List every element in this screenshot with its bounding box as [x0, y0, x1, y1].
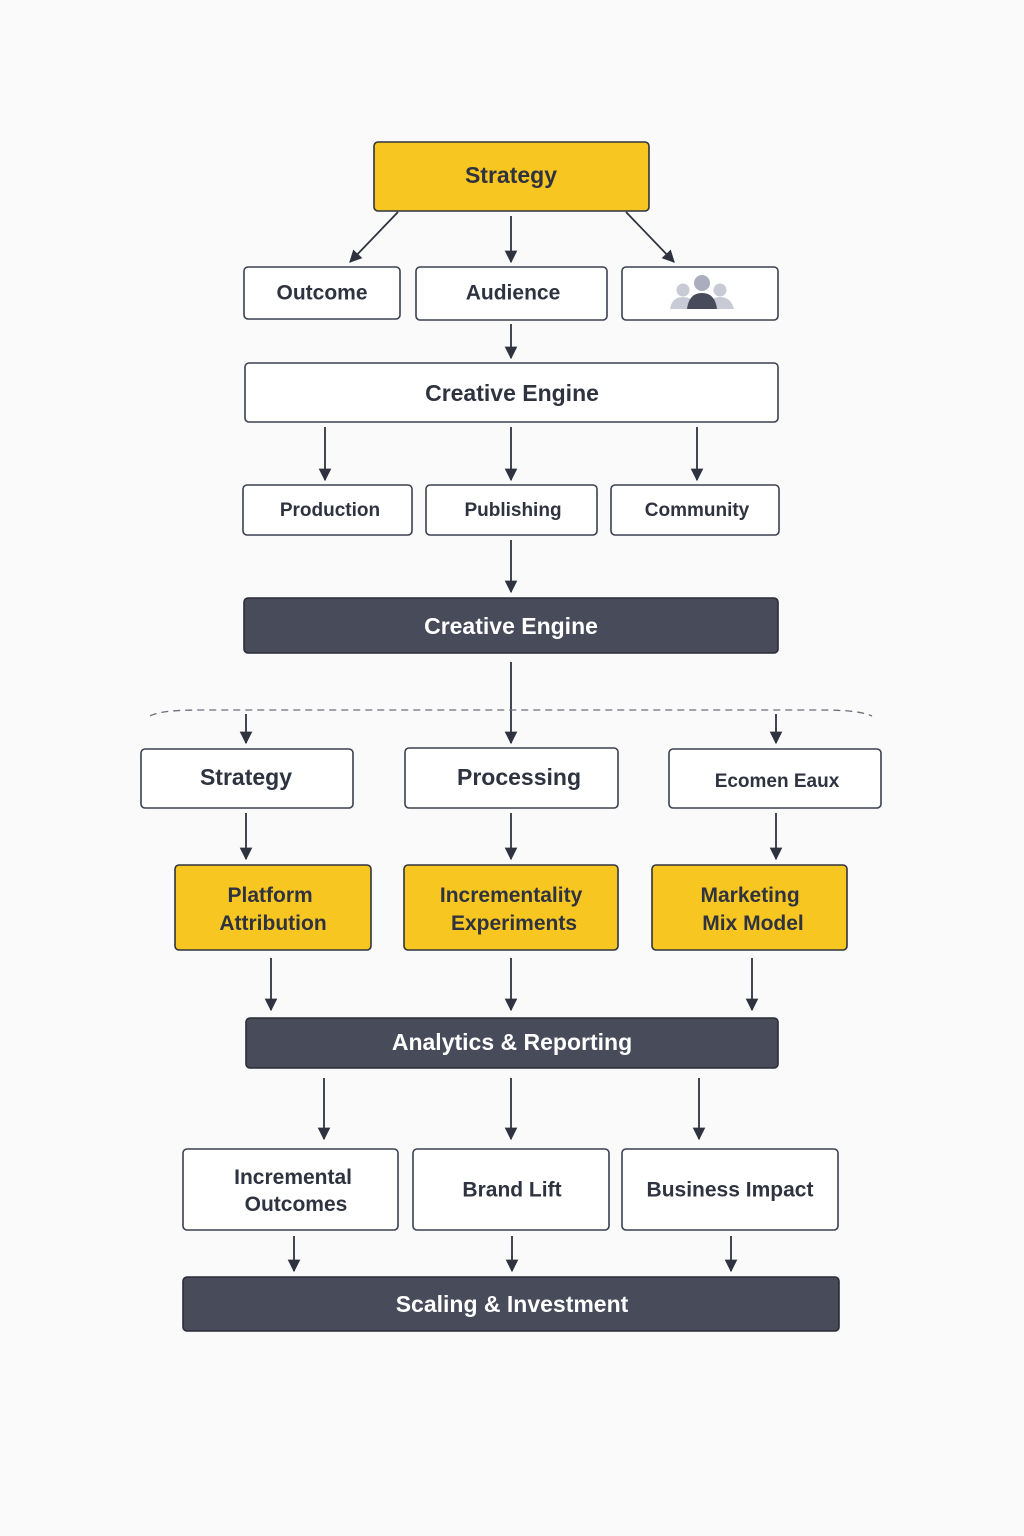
- node-platform-attribution-line2: Attribution: [219, 912, 326, 935]
- node-business-impact-label: Business Impact: [647, 1179, 814, 1202]
- node-publishing-label: Publishing: [464, 500, 561, 521]
- node-brand-lift[interactable]: Brand Lift: [412, 1148, 610, 1231]
- connectors: [149, 211, 873, 1273]
- node-creative-engine-dark-label: Creative Engine: [424, 613, 598, 639]
- node-analytics-reporting-label: Analytics & Reporting: [392, 1029, 632, 1055]
- node-strategy-lower[interactable]: Strategy: [140, 748, 354, 809]
- node-ecomen-label: Ecomen Eaux: [715, 771, 840, 792]
- node-strategy-top[interactable]: Strategy: [373, 141, 650, 212]
- node-outcome-label: Outcome: [276, 282, 367, 305]
- node-scaling-investment[interactable]: Scaling & Investment: [182, 1276, 840, 1332]
- node-people[interactable]: [621, 266, 779, 321]
- node-processing[interactable]: Processing: [404, 747, 619, 809]
- node-incrementality-experiments-label: Incrementality Experiments: [440, 884, 588, 935]
- node-audience-label: Audience: [466, 282, 561, 305]
- node-community-label: Community: [645, 500, 750, 521]
- node-community[interactable]: Community: [610, 484, 780, 536]
- node-incrementality-experiments[interactable]: Incrementality Experiments: [403, 864, 619, 951]
- node-marketing-mix-model-line1: Marketing: [700, 884, 799, 907]
- node-scaling-investment-label: Scaling & Investment: [396, 1291, 629, 1317]
- node-publishing[interactable]: Publishing: [425, 484, 598, 536]
- node-strategy-lower-label: Strategy: [200, 764, 292, 790]
- node-incremental-outcomes-line2: Outcomes: [245, 1193, 348, 1216]
- node-analytics-reporting[interactable]: Analytics & Reporting: [245, 1017, 779, 1069]
- node-audience[interactable]: Audience: [415, 266, 608, 321]
- node-creative-engine-label: Creative Engine: [425, 380, 599, 406]
- node-platform-attribution-label: Platform Attribution: [219, 884, 326, 935]
- node-platform-attribution-line1: Platform: [227, 884, 312, 907]
- dashed-divider: [149, 709, 873, 717]
- node-incremental-outcomes-line1: Incremental: [234, 1166, 352, 1189]
- node-strategy-top-label: Strategy: [465, 162, 557, 188]
- node-marketing-mix-model[interactable]: Marketing Mix Model: [651, 864, 848, 951]
- node-incremental-outcomes[interactable]: Incremental Outcomes: [182, 1148, 399, 1231]
- node-production[interactable]: Production: [242, 484, 413, 536]
- node-brand-lift-label: Brand Lift: [462, 1179, 561, 1202]
- node-platform-attribution[interactable]: Platform Attribution: [174, 864, 372, 951]
- node-marketing-mix-model-label: Marketing Mix Model: [700, 884, 805, 935]
- node-business-impact[interactable]: Business Impact: [621, 1148, 839, 1231]
- arrow-strategy-outcome: [349, 211, 399, 263]
- node-outcome[interactable]: Outcome: [243, 266, 401, 320]
- node-marketing-mix-model-line2: Mix Model: [702, 912, 804, 935]
- node-processing-label: Processing: [457, 764, 581, 790]
- people-group-icon: [670, 275, 734, 309]
- node-production-label: Production: [280, 500, 380, 521]
- node-incrementality-experiments-line1: Incrementality: [440, 884, 583, 907]
- node-incrementality-experiments-line2: Experiments: [451, 912, 577, 935]
- node-incremental-outcomes-label: Incremental Outcomes: [234, 1166, 358, 1216]
- node-creative-engine[interactable]: Creative Engine: [244, 362, 779, 423]
- node-creative-engine-dark[interactable]: Creative Engine: [243, 597, 779, 654]
- node-ecomen[interactable]: Ecomen Eaux: [668, 748, 882, 809]
- arrow-strategy-people: [625, 211, 675, 263]
